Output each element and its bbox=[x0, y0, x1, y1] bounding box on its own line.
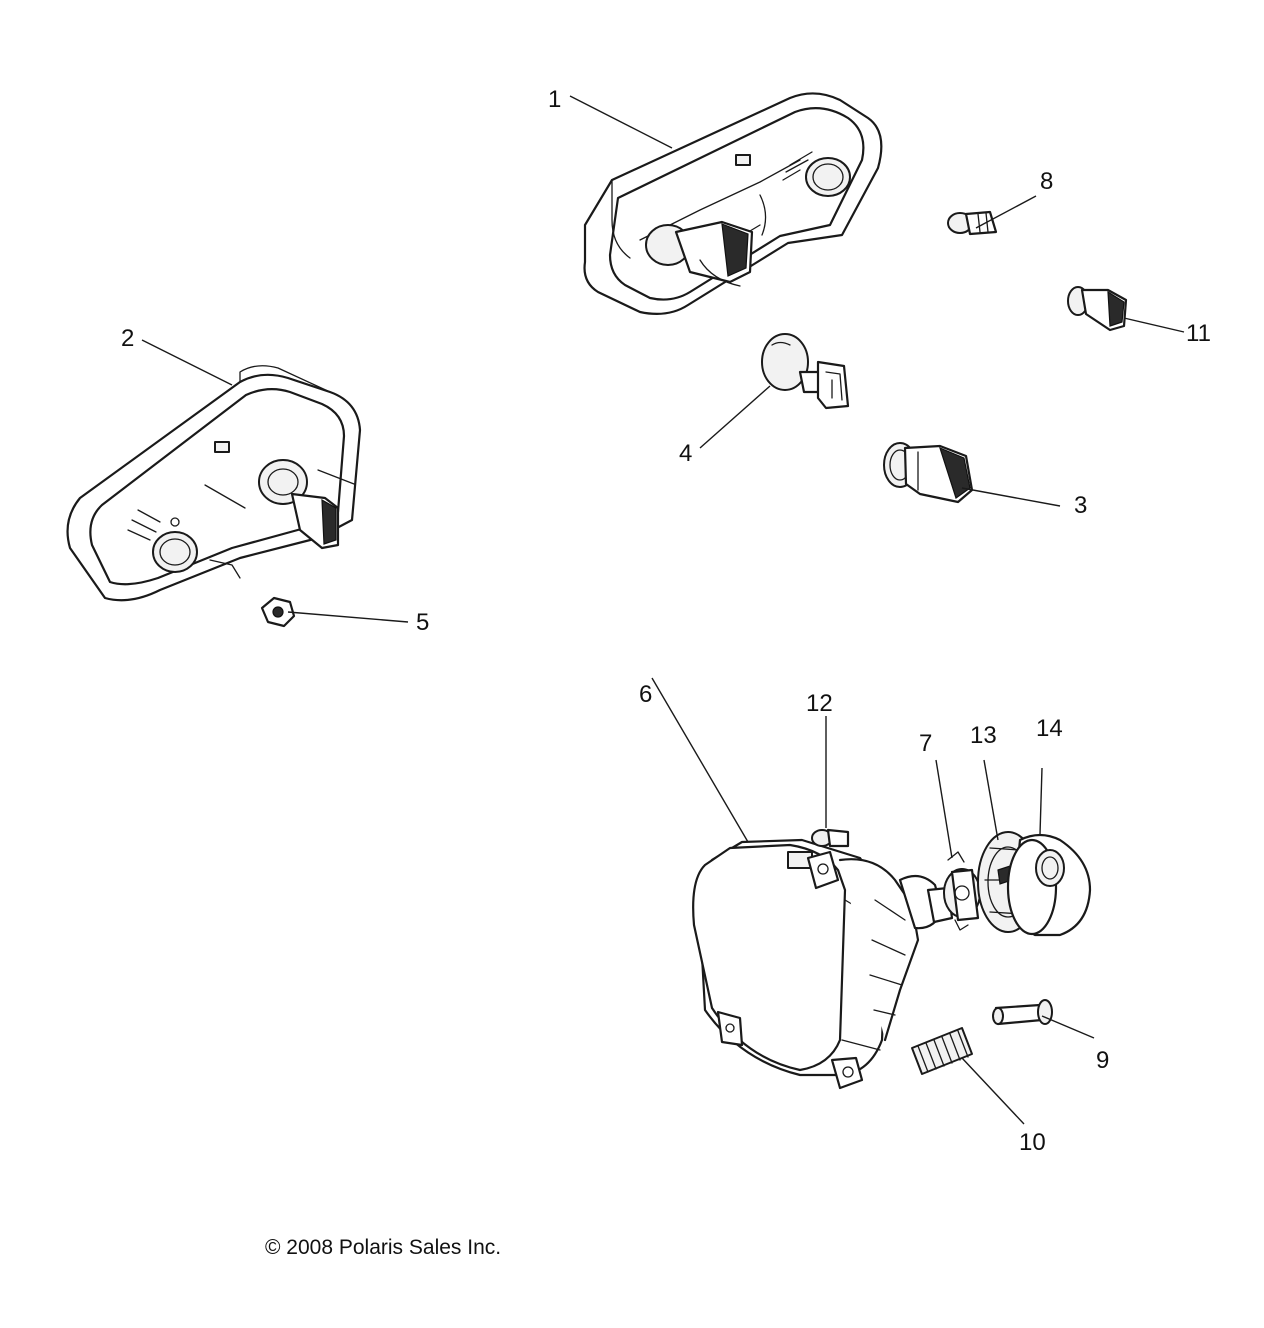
callout-6: 6 bbox=[639, 681, 652, 708]
leader-lines bbox=[141, 95, 1185, 1125]
part-6-headlight-assembly[interactable] bbox=[692, 838, 954, 1090]
callout-13: 13 bbox=[970, 722, 997, 749]
part-8-small-bulb[interactable] bbox=[947, 210, 998, 236]
callout-4: 4 bbox=[679, 440, 692, 467]
copyright-notice: © 2008 Polaris Sales Inc. bbox=[265, 1236, 502, 1259]
callout-9: 9 bbox=[1096, 1047, 1109, 1074]
callout-8: 8 bbox=[1040, 168, 1053, 195]
callout-14: 14 bbox=[1036, 715, 1063, 742]
callout-5: 5 bbox=[416, 609, 429, 636]
part-4-bulb[interactable] bbox=[761, 333, 850, 410]
part-5-flange-nut[interactable] bbox=[260, 596, 296, 628]
part-2-tail-light-housing-left[interactable] bbox=[66, 365, 362, 602]
part-3-bulb-socket[interactable] bbox=[883, 442, 974, 504]
callout-12: 12 bbox=[806, 690, 833, 717]
callout-3: 3 bbox=[1074, 492, 1087, 519]
callout-7: 7 bbox=[919, 730, 932, 757]
part-7-headlight-bulb[interactable] bbox=[943, 851, 981, 931]
callout-11: 11 bbox=[1186, 320, 1211, 347]
part-10-adjuster-spring[interactable] bbox=[911, 1027, 973, 1075]
callout-labels: 1 2 3 4 5 6 7 8 9 10 11 12 13 14 bbox=[121, 86, 1211, 1156]
part-12-wedge-bulb[interactable] bbox=[811, 828, 850, 848]
callout-2: 2 bbox=[121, 325, 134, 352]
part-14-rear-cover[interactable] bbox=[1006, 833, 1092, 937]
part-9-pivot-pin[interactable] bbox=[992, 999, 1053, 1026]
callout-1: 1 bbox=[548, 86, 561, 113]
part-1-tail-light-housing-right[interactable] bbox=[583, 92, 883, 315]
part-11-small-socket[interactable] bbox=[1067, 286, 1128, 332]
callout-10: 10 bbox=[1019, 1129, 1046, 1156]
